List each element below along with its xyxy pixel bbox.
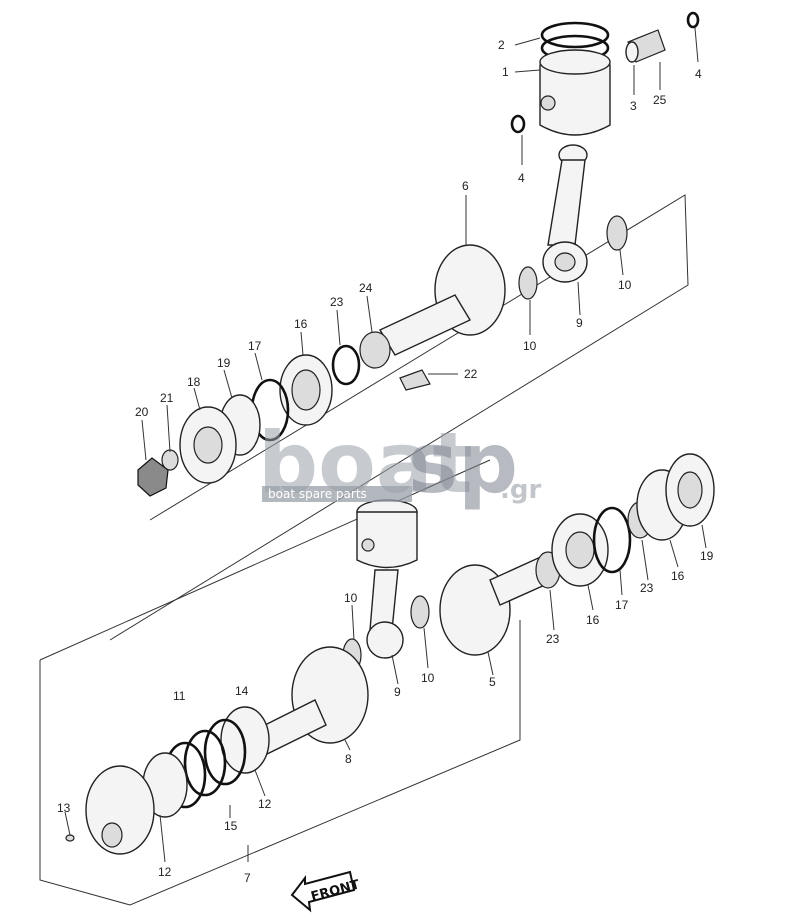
woodruff-key xyxy=(399,369,431,391)
callout-1: 1 xyxy=(502,65,509,79)
callout-16a: 16 xyxy=(294,317,308,331)
front-arrow: FRONT xyxy=(290,870,361,913)
seal-lower-right-bore xyxy=(677,471,703,509)
piston-mid-pin-hole xyxy=(361,538,375,552)
callout-23a: 23 xyxy=(330,295,344,309)
labyrinth-ring-1 xyxy=(203,718,247,786)
lower-frame-top xyxy=(39,459,491,661)
rod-mid-big-end xyxy=(366,621,404,659)
o-ring-lower xyxy=(592,506,632,574)
watermark-tagline-bg xyxy=(262,486,412,502)
boundary-lines xyxy=(39,194,689,906)
callout-2: 2 xyxy=(498,38,505,52)
crank-end-bore xyxy=(101,822,123,848)
circlip-right xyxy=(686,11,700,29)
callout-24: 24 xyxy=(359,281,373,295)
callout-22: 22 xyxy=(464,367,478,381)
callout-4: 4 xyxy=(518,171,525,185)
spacer-upper xyxy=(331,344,361,386)
callout-6: 6 xyxy=(462,179,469,193)
callout-13: 13 xyxy=(57,801,71,815)
callout-3: 3 xyxy=(630,99,637,113)
callout-17a: 17 xyxy=(248,339,262,353)
callout-25: 25 xyxy=(653,93,667,107)
callout-12a: 12 xyxy=(258,797,272,811)
callout-9a: 9 xyxy=(576,316,583,330)
watermark-tagline: boat spare parts xyxy=(268,487,367,501)
callout-18: 18 xyxy=(187,375,201,389)
piston-mid-body xyxy=(356,511,418,569)
crankshaft-lower-left xyxy=(65,646,369,855)
upper-assembly-frame xyxy=(109,194,689,641)
callout-16b: 16 xyxy=(671,569,685,583)
circlip-left xyxy=(510,114,526,134)
dowel-pin xyxy=(65,834,75,842)
callout-23b: 23 xyxy=(640,581,654,595)
callout-17b: 17 xyxy=(615,598,629,612)
piston-middle xyxy=(342,499,430,672)
callout-19a: 19 xyxy=(217,356,231,370)
callout-12b: 12 xyxy=(158,865,172,879)
oil-seal-upper xyxy=(359,331,391,369)
rod-beam xyxy=(547,159,586,246)
watermark: boat sp .gr boat spare parts xyxy=(258,414,541,512)
front-arrow-icon xyxy=(290,870,356,913)
crank-nut xyxy=(137,457,169,497)
callout-16c: 16 xyxy=(586,613,600,627)
crankshaft-upper xyxy=(137,244,506,497)
connecting-rod-upper xyxy=(518,144,628,300)
callout-8: 8 xyxy=(345,752,352,766)
piston-crown xyxy=(539,49,611,75)
callout-15: 15 xyxy=(224,819,238,833)
ball-bearing-upper-inner xyxy=(291,369,321,411)
crankshaft-lower-right xyxy=(439,453,715,656)
thrust-washer-left xyxy=(518,266,538,300)
callout-23c: 23 xyxy=(546,632,560,646)
callout-10a: 10 xyxy=(523,339,537,353)
rod-mid-beam xyxy=(369,569,399,631)
callouts: 2 1 4 3 25 4 6 10 10 9 24 23 16 17 19 18… xyxy=(57,38,714,885)
callout-4b: 4 xyxy=(695,67,702,81)
piston-upper xyxy=(510,11,700,136)
watermark-domain: .gr xyxy=(500,475,541,505)
ball-bearing-lower-inner xyxy=(565,531,595,569)
callout-14: 14 xyxy=(235,684,249,698)
callout-10b: 10 xyxy=(618,278,632,292)
callout-10c: 10 xyxy=(344,591,358,605)
lower-assembly-frame xyxy=(39,620,521,906)
piston-ring-1 xyxy=(540,21,610,49)
leader-lines xyxy=(64,27,707,863)
watermark-brand-b: sp xyxy=(408,414,518,512)
piston-pin-end xyxy=(625,41,639,63)
callout-21: 21 xyxy=(160,391,174,405)
thrust-washer-mid-right xyxy=(410,595,430,629)
callout-20: 20 xyxy=(135,405,149,419)
callout-7: 7 xyxy=(244,871,251,885)
rod-big-end-bore xyxy=(554,252,576,272)
crank-shaft-upper xyxy=(379,294,471,356)
labyrinth-ring-2 xyxy=(183,729,227,797)
callout-10d: 10 xyxy=(421,671,435,685)
callout-9b: 9 xyxy=(394,685,401,699)
thrust-washer-right xyxy=(606,215,628,251)
seal-housing-bore xyxy=(193,426,223,464)
piston-pin-hole xyxy=(540,95,556,111)
callout-19b: 19 xyxy=(700,549,714,563)
callout-11: 11 xyxy=(173,689,186,703)
callout-5: 5 xyxy=(489,675,496,689)
